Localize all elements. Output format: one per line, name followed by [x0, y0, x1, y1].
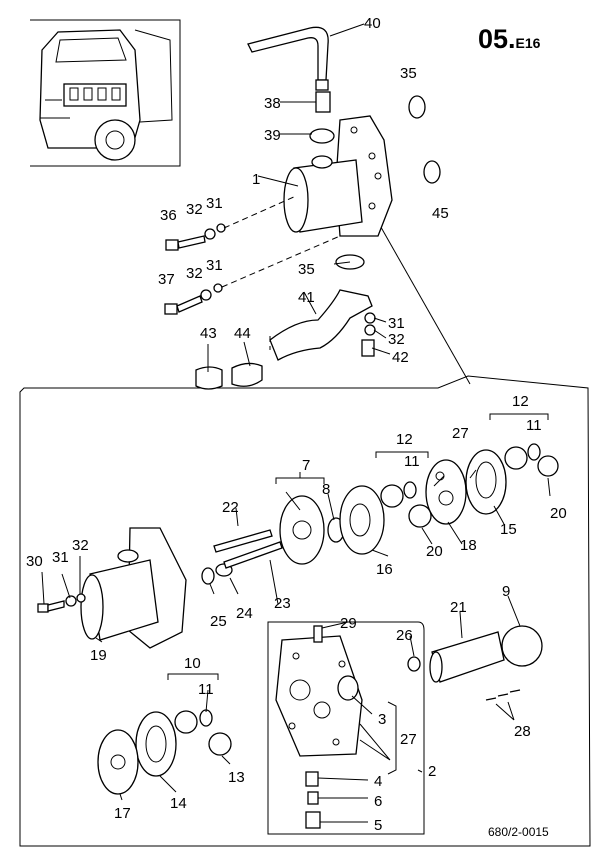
gear-20-mid — [408, 504, 432, 528]
tube-40 — [247, 26, 329, 81]
section-number: 05. — [478, 24, 516, 54]
callout-32: 32 — [186, 201, 203, 218]
callout-31: 31 — [388, 315, 405, 332]
callout-38: 38 — [264, 95, 281, 112]
plug-5 — [305, 811, 321, 829]
shaft-21 — [431, 631, 505, 683]
callout-45: 45 — [432, 205, 449, 222]
plate-7 — [279, 495, 325, 565]
callout-11: 11 — [404, 453, 420, 470]
callout-12: 12 — [512, 393, 529, 410]
gear-12-mid — [380, 484, 404, 508]
callout-41: 41 — [298, 289, 315, 306]
callout-20: 20 — [550, 505, 567, 522]
callout-17: 17 — [114, 805, 131, 822]
callout-35: 35 — [400, 65, 417, 82]
gear-20-right — [537, 455, 559, 477]
gear-12-right — [504, 446, 528, 470]
callout-44: 44 — [234, 325, 251, 342]
subsection-code: E16 — [515, 35, 541, 51]
callout-36: 36 — [160, 207, 177, 224]
callout-1: 1 — [252, 171, 260, 188]
callout-42: 42 — [392, 349, 409, 366]
callout-39: 39 — [264, 127, 281, 144]
callout-30: 30 — [26, 553, 43, 570]
sleeve-43 — [195, 366, 223, 390]
callout-6: 6 — [374, 793, 382, 810]
callout-32: 32 — [186, 265, 203, 282]
section-header: 05.E16 — [478, 24, 540, 55]
callout-35: 35 — [298, 261, 315, 278]
callout-25: 25 — [210, 613, 227, 630]
drawing-reference-code: 680/2-0015 — [488, 825, 549, 839]
ring-16 — [339, 485, 385, 555]
callout-40: 40 — [364, 15, 381, 32]
ring-15 — [465, 449, 507, 515]
callout-7: 7 — [302, 457, 310, 474]
callout-8: 8 — [322, 481, 330, 498]
callout-16: 16 — [376, 561, 393, 578]
callout-26: 26 — [396, 627, 413, 644]
callout-10: 10 — [184, 655, 201, 672]
callout-22: 22 — [222, 499, 239, 516]
pump-plate — [275, 635, 363, 757]
callout-19: 19 — [90, 647, 107, 664]
detail-region-outline — [19, 375, 591, 847]
callout-32: 32 — [388, 331, 405, 348]
callout-21: 21 — [450, 599, 467, 616]
ring-14 — [135, 711, 177, 777]
gear-9 — [501, 625, 543, 667]
truck-location-inset — [30, 19, 181, 167]
fitting-38 — [315, 91, 331, 113]
callout-23: 23 — [274, 595, 291, 612]
callout-13: 13 — [228, 769, 245, 786]
callout-31: 31 — [206, 195, 223, 212]
callout-31: 31 — [206, 257, 223, 274]
callout-43: 43 — [200, 325, 217, 342]
callout-2: 2 — [428, 763, 436, 780]
plug-42 — [361, 339, 375, 357]
callout-27: 27 — [452, 425, 469, 442]
callout-14: 14 — [170, 795, 187, 812]
ring-45 — [423, 160, 441, 184]
callout-3: 3 — [378, 711, 386, 728]
callout-18: 18 — [460, 537, 477, 554]
callout-11: 11 — [198, 681, 214, 698]
housing-19 — [80, 527, 187, 649]
sub-assembly-outline — [267, 621, 425, 835]
pipe-41 — [269, 289, 373, 361]
callout-32: 32 — [72, 537, 89, 554]
plate-18 — [425, 459, 467, 525]
nut-26 — [407, 656, 421, 672]
callout-20: 20 — [426, 543, 443, 560]
callout-29: 29 — [340, 615, 357, 632]
callout-9: 9 — [502, 583, 510, 600]
callout-5: 5 — [374, 817, 382, 834]
callout-24: 24 — [236, 605, 253, 622]
seal-39 — [309, 128, 335, 144]
callout-12: 12 — [396, 431, 413, 448]
plate-17 — [97, 729, 139, 795]
gear-10 — [174, 710, 198, 734]
callout-27: 27 — [400, 731, 417, 748]
clip-44 — [231, 362, 263, 387]
bolt-36 — [165, 235, 206, 251]
gear-13 — [208, 732, 232, 756]
callout-31: 31 — [52, 549, 69, 566]
valve-4 — [305, 771, 319, 787]
pin-29 — [313, 625, 323, 643]
callout-37: 37 — [158, 271, 175, 288]
sleeve-3 — [337, 675, 359, 701]
spring-6 — [307, 791, 319, 805]
bolt-37 — [164, 295, 203, 315]
callout-11: 11 — [526, 417, 542, 434]
callout-15: 15 — [500, 521, 517, 538]
ring-35-top — [408, 95, 426, 119]
callout-4: 4 — [374, 773, 382, 790]
callout-28: 28 — [514, 723, 531, 740]
